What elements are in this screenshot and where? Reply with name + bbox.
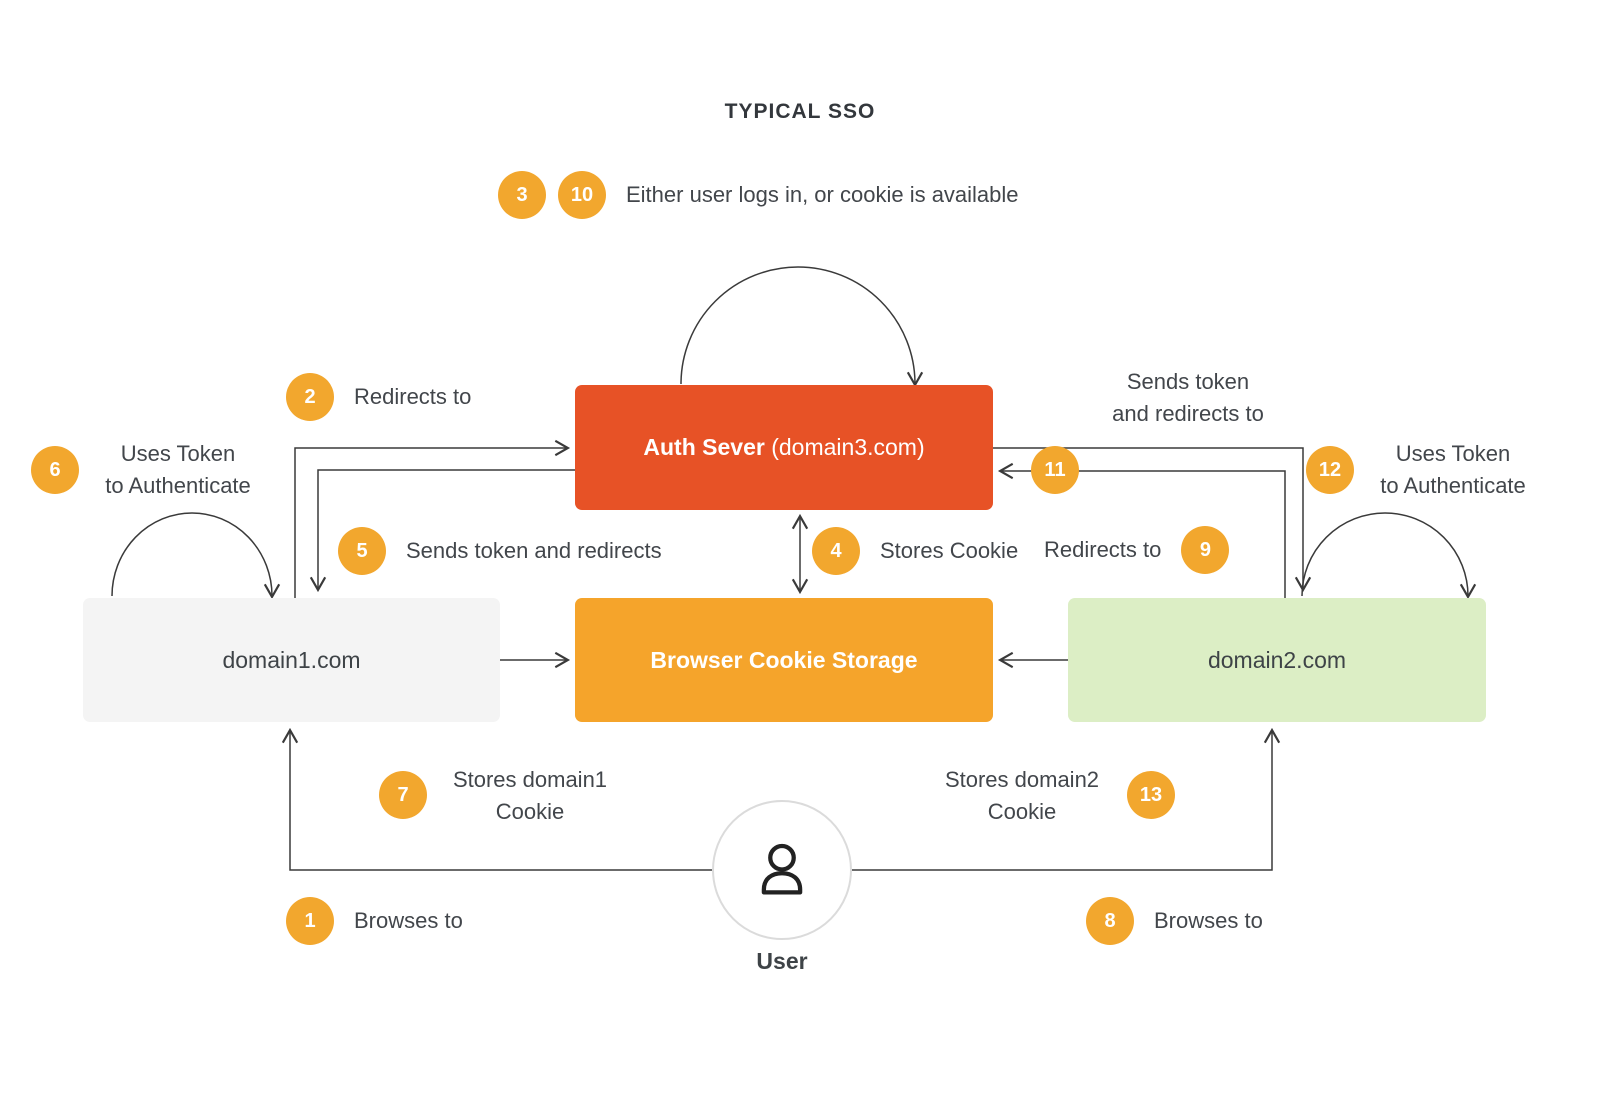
browser-cookie-storage-label: Browser Cookie Storage bbox=[650, 646, 918, 673]
step-label: Browses to bbox=[354, 908, 463, 933]
step-label: Browses to bbox=[1154, 908, 1263, 933]
step-stores-domain1-label: Stores domain1 Cookie bbox=[452, 767, 608, 824]
node-domain2: domain2.com bbox=[1068, 598, 1486, 722]
step-sends-token-left: 5 Sends token and redirects bbox=[338, 527, 662, 575]
arrow-auth-to-domain1 bbox=[309, 469, 575, 593]
step-uses-token-left-badge: 6 bbox=[31, 446, 79, 494]
domain2-label: domain2.com bbox=[1207, 646, 1347, 673]
domain1-label: domain1.com bbox=[222, 646, 361, 673]
step-badge-11: 11 bbox=[1031, 446, 1079, 494]
arrow-user-to-domain2 bbox=[852, 727, 1281, 871]
step-label: Redirects to bbox=[1044, 537, 1162, 562]
step-sends-token-right-badge: 11 bbox=[1031, 446, 1079, 494]
arc-domain2-self-loop bbox=[1301, 512, 1477, 600]
diagram-title: TYPICAL SSO bbox=[724, 100, 876, 123]
user-label: User bbox=[756, 948, 808, 974]
step-badge-10: 10 bbox=[558, 171, 606, 219]
arrow-user-to-domain1 bbox=[281, 727, 712, 871]
step-label: Stores Cookie bbox=[880, 538, 1019, 563]
step-browses-to-left: 1 Browses to bbox=[286, 897, 463, 945]
step-badge-2: 2 bbox=[286, 373, 334, 421]
auth-server-name: Auth Sever bbox=[643, 434, 765, 460]
step-badge-5: 5 bbox=[338, 527, 386, 575]
step-stores-domain2-label: Stores domain2 Cookie bbox=[944, 767, 1100, 824]
step-badge-9: 9 bbox=[1181, 526, 1230, 574]
step-login-or-cookie: 3 10 Either user logs in, or cookie is a… bbox=[498, 171, 1019, 219]
arrow-domain1-to-auth bbox=[294, 439, 571, 598]
auth-server-domain: (domain3.com) bbox=[764, 434, 925, 460]
step-sends-token-right-label: Sends token and redirects to bbox=[1112, 369, 1264, 426]
node-auth-server: Auth Sever (domain3.com) bbox=[575, 385, 993, 510]
arrow-domain2-to-auth bbox=[997, 462, 1286, 598]
step-browses-to-right: 8 Browses to bbox=[1086, 897, 1263, 945]
step-badge-3: 3 bbox=[498, 171, 546, 219]
step-badge-6: 6 bbox=[31, 446, 79, 494]
step-badge-7: 7 bbox=[379, 771, 427, 819]
node-domain1: domain1.com bbox=[83, 598, 500, 722]
user-node bbox=[712, 800, 852, 940]
step-badge-13: 13 bbox=[1127, 771, 1175, 819]
arrow-auth-to-domain2 bbox=[993, 447, 1312, 593]
step-badge-12: 12 bbox=[1306, 446, 1354, 494]
step-redirects-to-left: 2 Redirects to bbox=[286, 373, 471, 421]
step-badge-4: 4 bbox=[812, 527, 860, 575]
step-uses-token-left-label: Uses Token to Authenticate bbox=[105, 441, 251, 498]
arc-auth-self-loop bbox=[680, 266, 924, 388]
step-label: Redirects to bbox=[354, 384, 472, 409]
step-stores-cookie: 4 Stores Cookie bbox=[812, 527, 1018, 575]
step-uses-token-right-badge: 12 bbox=[1306, 446, 1354, 494]
step-uses-token-right-label: Uses Token to Authenticate bbox=[1380, 441, 1526, 498]
step-stores-domain1-badge: 7 bbox=[379, 771, 427, 819]
arc-domain1-self-loop bbox=[111, 512, 281, 600]
step-badge-8: 8 bbox=[1086, 897, 1134, 945]
step-redirects-to-right: Redirects to 9 bbox=[1044, 526, 1230, 574]
node-browser-cookie-storage: Browser Cookie Storage bbox=[575, 598, 993, 722]
step-label: Sends token and redirects bbox=[406, 538, 662, 563]
step-stores-domain2-badge: 13 bbox=[1127, 771, 1175, 819]
user-icon bbox=[761, 843, 803, 895]
step-label: Either user logs in, or cookie is availa… bbox=[626, 182, 1019, 207]
step-badge-1: 1 bbox=[286, 897, 334, 945]
